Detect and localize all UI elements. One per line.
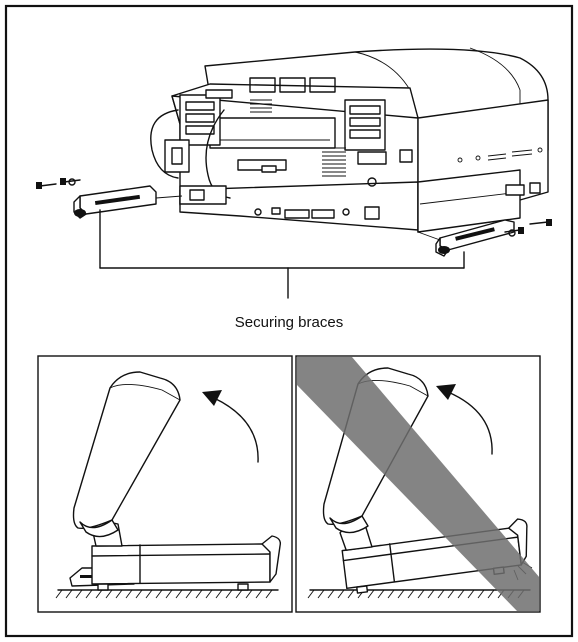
device-rear-illustration [150, 47, 549, 233]
prohibited-band-icon [297, 357, 539, 611]
floor-hatching-right [307, 589, 525, 599]
floor-hatching [55, 589, 273, 599]
callout-bracket [99, 209, 465, 299]
left-screws-icon [36, 178, 81, 189]
correct-lift-panel [37, 355, 293, 613]
incorrect-lift-panel [295, 355, 541, 613]
securing-braces-label: Securing braces [234, 314, 344, 331]
lift-arrow-icon-right [436, 384, 493, 455]
outer-border [4, 4, 574, 638]
lift-arrow-icon [202, 390, 259, 463]
right-securing-brace [417, 219, 552, 257]
left-securing-brace [36, 178, 183, 219]
right-screws-icon [504, 219, 552, 237]
